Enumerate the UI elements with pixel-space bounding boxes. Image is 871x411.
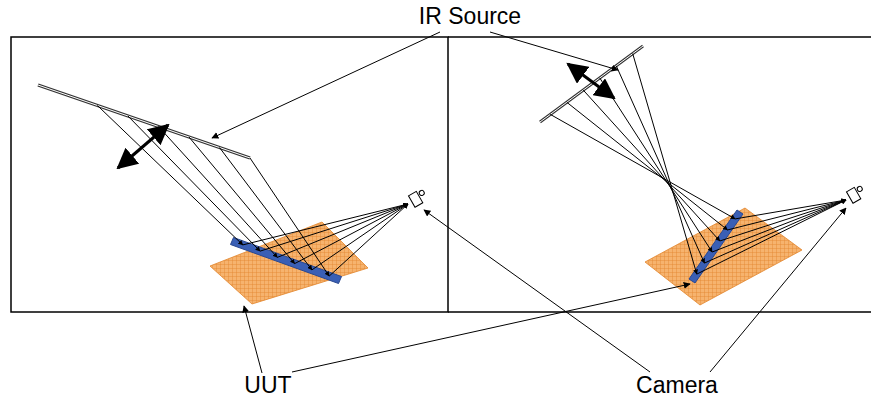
uut-panel — [210, 222, 368, 304]
ir-ray — [583, 90, 720, 241]
reflected-ray — [697, 200, 846, 274]
ir-ray — [550, 114, 735, 218]
motion-arrow — [118, 125, 168, 168]
leader-line — [490, 32, 618, 70]
reflected-ray — [243, 204, 408, 245]
ir-ray — [250, 158, 329, 276]
leader-line — [292, 284, 690, 372]
reflected-ray — [329, 204, 408, 276]
ir-ray — [616, 66, 704, 263]
camera-icon — [847, 184, 867, 203]
ir-ray — [600, 78, 712, 252]
part-label: Camera — [636, 374, 718, 397]
part-label: UUT — [244, 374, 291, 397]
ir-ray — [128, 116, 260, 251]
part-label: IR Source — [419, 5, 521, 28]
uut-panel — [645, 208, 802, 305]
ir-ray — [158, 126, 277, 257]
reflected-ray — [720, 200, 846, 241]
ir-source-plate — [540, 46, 643, 122]
leader-line — [244, 306, 262, 373]
reflected-ray — [312, 204, 408, 270]
test-scene — [540, 46, 866, 305]
panel-frame — [11, 37, 448, 312]
reflected-ray — [728, 200, 846, 230]
reflected-ray — [295, 204, 408, 264]
motion-arrow — [568, 64, 614, 98]
reflected-ray — [704, 200, 846, 263]
test-scene — [38, 85, 428, 304]
reflected-ray — [735, 200, 846, 219]
ir-ray — [633, 54, 697, 275]
camera-icon — [409, 188, 429, 207]
ir-ray — [219, 147, 311, 269]
leader-line — [212, 32, 440, 138]
panel-frame — [448, 37, 871, 312]
reflected-ray — [260, 204, 408, 251]
ir-source-plate — [540, 46, 643, 122]
ir-ray — [567, 102, 728, 230]
leader-line — [424, 210, 650, 372]
reflected-ray — [712, 200, 846, 252]
leader-line — [710, 208, 846, 372]
